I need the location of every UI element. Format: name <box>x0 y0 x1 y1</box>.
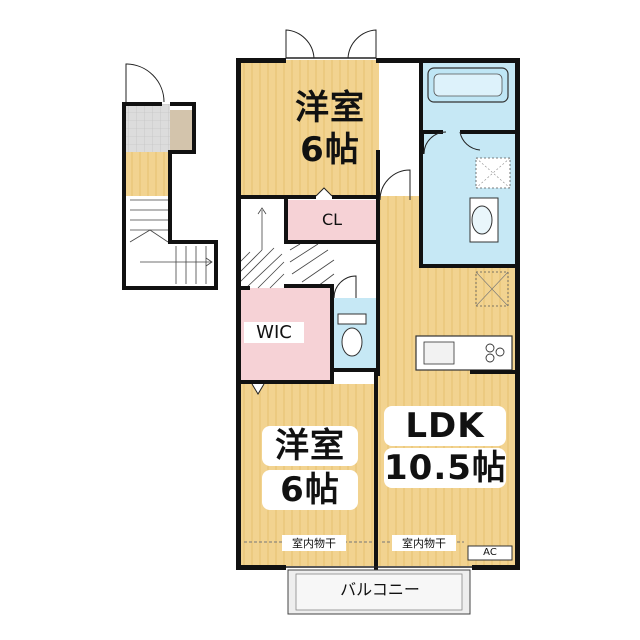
toilet <box>337 313 367 357</box>
bathtub <box>427 67 509 103</box>
ac-label: AC <box>483 547 497 558</box>
closet-label: CL <box>321 210 343 229</box>
balcony <box>287 569 471 615</box>
ldk-name: LDK <box>384 406 506 446</box>
entry-tile-floor <box>126 104 170 152</box>
western-room-bottom-name: 洋室 <box>262 426 358 466</box>
balcony-label: バルコニー <box>340 580 420 599</box>
doors <box>125 29 481 568</box>
western-room-top-size: 6帖 <box>300 130 360 170</box>
refrigerator-space <box>475 271 509 307</box>
western-room-top-floor <box>238 60 379 196</box>
staircase-upper <box>239 200 336 289</box>
western-room-top-name: 洋室 <box>295 88 365 128</box>
washroom-floor <box>422 132 516 266</box>
ldk-size: 10.5帖 <box>384 448 507 488</box>
air-conditioner <box>467 545 513 561</box>
wash-basin <box>469 197 499 243</box>
closet-floor <box>286 200 378 242</box>
stair-landing-floor <box>126 152 170 196</box>
washing-machine-space <box>475 157 511 189</box>
walls <box>122 58 520 570</box>
indoor-drying-label-2: 室内物干 <box>392 535 456 551</box>
corridor-floor <box>378 196 422 266</box>
western-room-bottom-size: 6帖 <box>262 470 358 510</box>
wic-label: WIC <box>244 322 304 343</box>
indoor-drying-label-1: 室内物干 <box>282 535 346 551</box>
kitchen-counter <box>415 335 513 371</box>
entry-step <box>170 110 194 152</box>
staircase-entry <box>126 196 216 286</box>
